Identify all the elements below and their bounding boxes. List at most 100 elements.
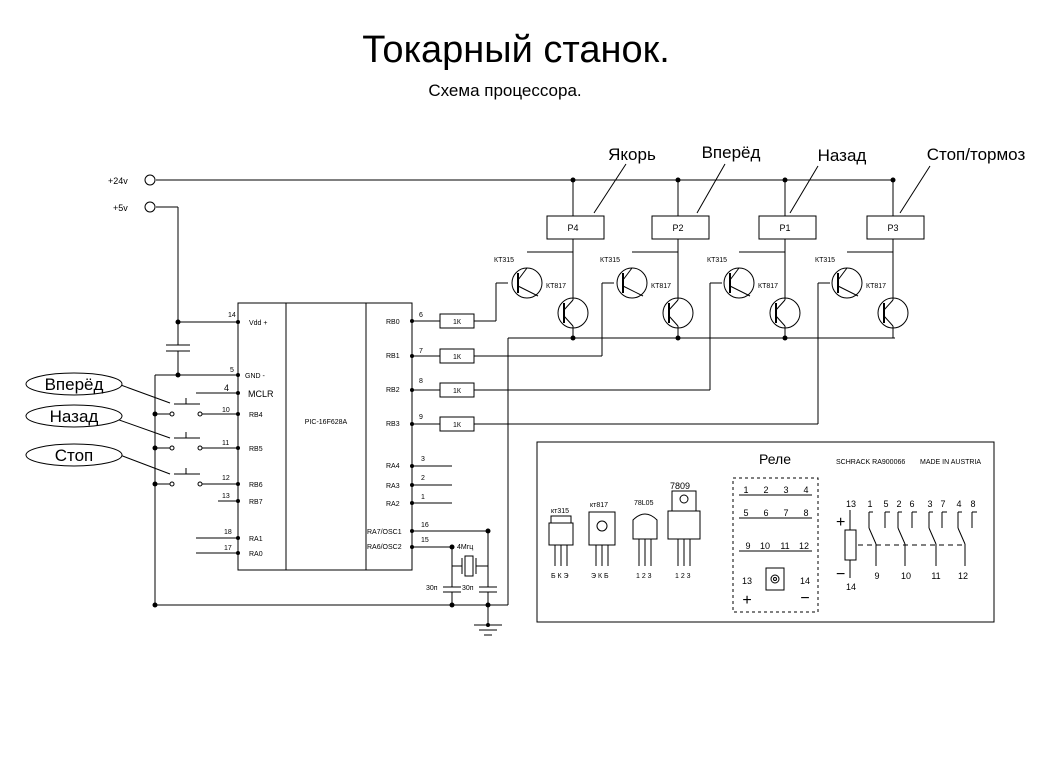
relay-id: P1 xyxy=(779,223,790,233)
pin-name: RA4 xyxy=(386,463,400,470)
relay-coil-icon xyxy=(844,510,977,578)
relay-mount-icon xyxy=(765,567,785,591)
relay-maker: SCHRACK RA900066 xyxy=(836,459,905,466)
pin-name: RA1 xyxy=(249,536,263,543)
relay-coil-minus: − xyxy=(836,566,845,583)
wires xyxy=(107,163,931,636)
pin-number: 9 xyxy=(419,414,423,421)
pin-name: RB2 xyxy=(386,387,400,394)
relay-contact-pin: 7 xyxy=(940,499,945,509)
part-name: 78L05 xyxy=(634,500,654,507)
resistor-label: 1К xyxy=(453,388,462,395)
pin-name: RA3 xyxy=(386,483,400,490)
kt817-package-icon xyxy=(588,511,616,566)
relay-coil-plus: + xyxy=(836,514,845,531)
relay-pin: 4 xyxy=(803,485,808,495)
transistor-label: КТ817 xyxy=(546,283,566,290)
button-label-shapes xyxy=(25,372,123,467)
power-5v-label: +5v xyxy=(113,203,128,213)
relay-pin: 3 xyxy=(783,485,788,495)
part-name: 7809 xyxy=(670,481,690,491)
resistor-label: 1К xyxy=(453,319,462,326)
relay-contact-pin: 5 xyxy=(883,499,888,509)
pin-number: 12 xyxy=(222,475,230,482)
pin-number: 8 xyxy=(419,378,423,385)
resistors xyxy=(439,313,475,432)
relay-pin: 8 xyxy=(803,508,808,518)
pin-number: 10 xyxy=(222,407,230,414)
relay-contact-pin: 10 xyxy=(901,571,911,581)
relay-name: Стоп/тормоз xyxy=(927,145,1026,164)
relay-pin: 14 xyxy=(800,576,810,586)
pin-number: 14 xyxy=(228,312,236,319)
relay-name: Якорь xyxy=(608,145,656,164)
resistor-label: 1К xyxy=(453,354,462,361)
78l05-package-icon xyxy=(632,513,658,566)
relay-pin: 7 xyxy=(783,508,788,518)
relay-contact-pin: 1 xyxy=(867,499,872,509)
relay-pin: 6 xyxy=(763,508,768,518)
pin-name: GND - xyxy=(245,373,266,380)
relay-name: Назад xyxy=(818,146,867,165)
pin-name: RB3 xyxy=(386,421,400,428)
relay-contact-pin: 8 xyxy=(970,499,975,509)
relay-id: P4 xyxy=(567,223,578,233)
button-label-stop: Стоп xyxy=(55,446,94,465)
7809-package-icon xyxy=(667,490,701,566)
cap-label: 30п xyxy=(462,585,474,592)
page-title: Токарный станок. xyxy=(362,29,670,71)
part-name: кт315 xyxy=(551,508,569,515)
relay-pin: 1 xyxy=(743,485,748,495)
transistor-label: КТ315 xyxy=(815,257,835,264)
pinout-panel: кт315 Б К Э кт817 Э К Б 78L05 1 2 3 xyxy=(536,441,995,623)
pin-number: 4 xyxy=(224,383,229,393)
pin-name: RA7/OSC1 xyxy=(367,529,402,536)
pin-name: RB1 xyxy=(386,353,400,360)
kt315-package-icon xyxy=(548,515,574,566)
part-pins: Э К Б xyxy=(591,573,609,580)
relay-pin: 12 xyxy=(799,541,809,551)
transistor-label: КТ315 xyxy=(707,257,727,264)
relay-id: P2 xyxy=(672,223,683,233)
pin-name: Vdd + xyxy=(249,320,268,327)
relay-contact-pin: 12 xyxy=(958,571,968,581)
part-pins: Б К Э xyxy=(551,573,569,580)
relay-contact-pin: 11 xyxy=(931,571,940,581)
relay-contact-pin: 4 xyxy=(956,499,961,509)
pin-number: 15 xyxy=(421,537,429,544)
part-pins: 1 2 3 xyxy=(636,573,652,580)
power-24v-label: +24v xyxy=(108,176,128,186)
relay-plus: + xyxy=(742,592,751,609)
relay-pin: 9 xyxy=(745,541,750,551)
part-name: кт817 xyxy=(590,502,608,509)
relay-pin: 11 xyxy=(780,541,789,551)
pin-number: 5 xyxy=(230,367,234,374)
pin-number: 11 xyxy=(222,440,229,447)
pin-number: 1 xyxy=(421,494,425,501)
pin-name: MCLR xyxy=(248,389,274,399)
relay-boxes xyxy=(546,215,925,240)
transistor-label: КТ315 xyxy=(600,257,620,264)
relay-pin: 13 xyxy=(742,576,752,586)
pin-number: 13 xyxy=(222,493,230,500)
button-contacts xyxy=(169,411,203,487)
pin-name: RB6 xyxy=(249,482,263,489)
pin-name: RB7 xyxy=(249,499,263,506)
relay-pin: 5 xyxy=(743,508,748,518)
transistor-label: КТ817 xyxy=(758,283,778,290)
relay-name: Вперёд xyxy=(702,143,761,162)
crystal-freq: 4Мгц xyxy=(457,544,473,551)
relay-grid-box xyxy=(732,477,819,613)
relay-coil-pin: 14 xyxy=(846,582,856,592)
relay-coil-pin: 13 xyxy=(846,499,856,509)
page-subtitle: Схема процессора. xyxy=(428,81,581,100)
relay-contact-pin: 6 xyxy=(909,499,914,509)
transistors xyxy=(511,267,909,329)
relay-id: P3 xyxy=(887,223,898,233)
pin-name: RB5 xyxy=(249,446,263,453)
resistor-label: 1К xyxy=(453,422,462,429)
cap-label: 30п xyxy=(426,585,438,592)
transistor-label: КТ817 xyxy=(866,283,886,290)
pin-number: 18 xyxy=(224,529,232,536)
